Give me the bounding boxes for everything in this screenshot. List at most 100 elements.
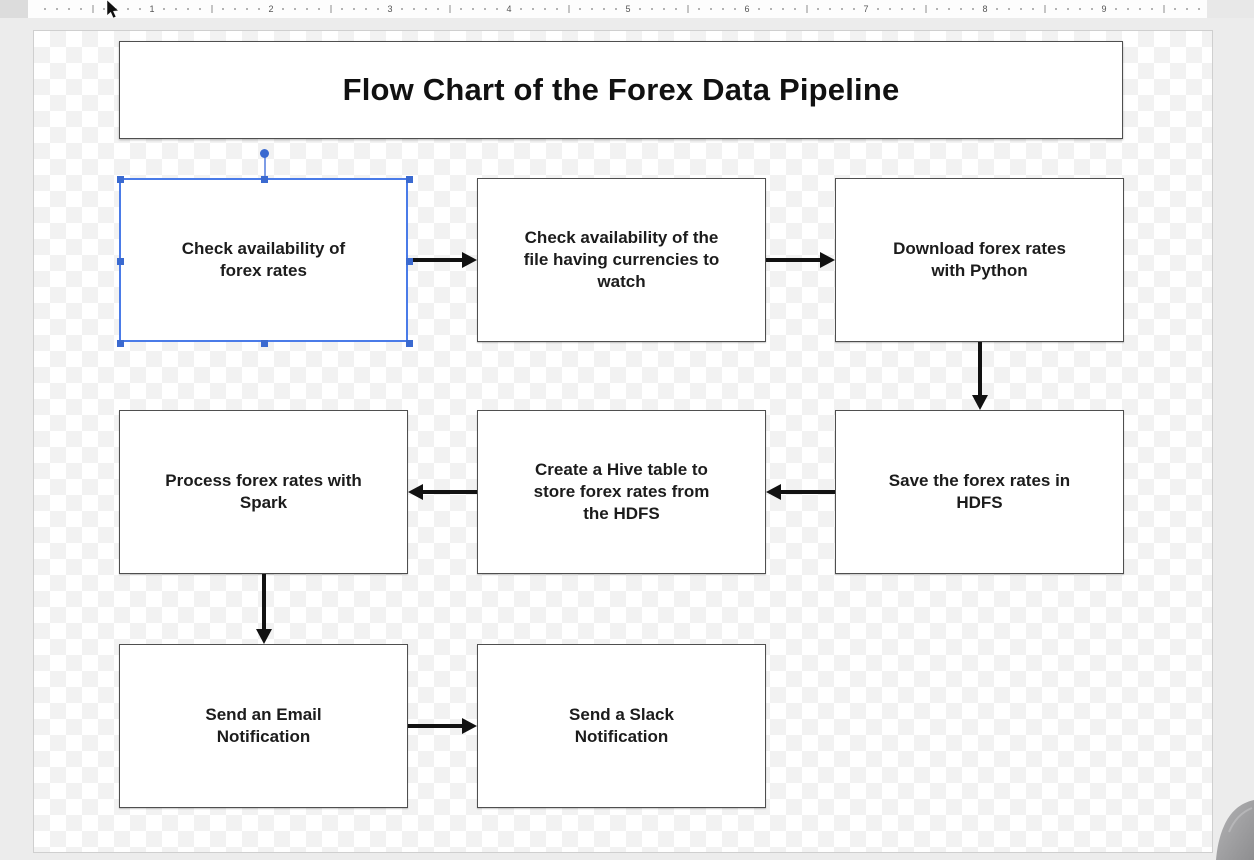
selection-handle[interactable] [116, 175, 124, 183]
arrow-check-currency-file-to-download-python[interactable] [766, 252, 835, 268]
arrowhead-right-icon [820, 252, 835, 268]
ruler-tick-minor [948, 8, 951, 10]
selection-handle[interactable] [405, 175, 413, 183]
arrow-process-spark-to-email-notification[interactable] [255, 574, 272, 644]
ruler-tick-minor [139, 8, 142, 10]
ruler-tick-minor [936, 8, 939, 10]
mouse-cursor-icon [106, 0, 120, 19]
webcam-person-overlay [1216, 800, 1254, 860]
ruler-tick-minor [472, 8, 475, 10]
ruler-tick-minor [1186, 8, 1189, 10]
arrow-check-forex-rates-to-check-currency-file[interactable] [408, 252, 477, 268]
ruler-number: 7 [863, 4, 869, 14]
ruler-tick-minor [79, 8, 82, 10]
selection-handle[interactable] [405, 257, 413, 265]
ruler-tick-medium [330, 5, 331, 13]
ruler-tick-minor [460, 8, 463, 10]
arrowhead-down-icon [255, 629, 272, 644]
selection-handle[interactable] [261, 339, 268, 347]
ruler-number: 6 [744, 4, 750, 14]
drawing-canvas[interactable]: Flow Chart of the Forex Data Pipeline Ch… [33, 30, 1213, 853]
ruler-tick-minor [1067, 8, 1070, 10]
arrowhead-down-icon [971, 395, 988, 410]
ruler-number: 4 [506, 4, 512, 14]
ruler-tick-minor [912, 8, 915, 10]
ruler-tick-minor [876, 8, 879, 10]
ruler-tick-medium [925, 5, 926, 13]
ruler-tick-minor [1174, 8, 1177, 10]
ruler-tick-minor [186, 8, 189, 10]
selection-handle[interactable] [116, 339, 124, 347]
arrow-download-python-to-save-hdfs[interactable] [971, 342, 988, 410]
rotation-handle[interactable] [260, 149, 269, 158]
ruler-tick-minor [995, 8, 998, 10]
selection-handle[interactable] [261, 175, 268, 183]
ruler-tick-minor [698, 8, 701, 10]
ruler-tick-minor [234, 8, 237, 10]
ruler-number: 5 [625, 4, 631, 14]
ruler-tick-medium [1044, 5, 1045, 13]
ruler-tick-minor [162, 8, 165, 10]
ruler-tick-medium [806, 5, 807, 13]
ruler-tick-minor [519, 8, 522, 10]
ruler-tick-minor [853, 8, 856, 10]
ruler-tick-medium [211, 5, 212, 13]
ruler-tick-minor [222, 8, 225, 10]
ruler-tick-minor [734, 8, 737, 10]
ruler-tick-minor [258, 8, 261, 10]
ruler-tick-minor [603, 8, 606, 10]
arrow-hive-table-to-process-spark[interactable] [408, 484, 477, 500]
selection-handle[interactable] [116, 257, 124, 265]
ruler-tick-medium [449, 5, 450, 13]
arrow-save-hdfs-to-hive-table[interactable] [766, 484, 835, 500]
ruler-tick-minor [722, 8, 725, 10]
ruler-tick-minor [365, 8, 368, 10]
ruler-tick-minor [1031, 8, 1034, 10]
ruler-tick-minor [55, 8, 58, 10]
ruler-tick-minor [757, 8, 760, 10]
selection-handle[interactable] [405, 339, 413, 347]
ruler-tick-minor [650, 8, 653, 10]
ruler-tick-medium [92, 5, 93, 13]
ruler-tick-minor [412, 8, 415, 10]
ruler-tick-minor [103, 8, 106, 10]
ruler-tick-minor [1114, 8, 1117, 10]
ruler-tick-minor [496, 8, 499, 10]
ruler-tick-minor [43, 8, 46, 10]
ruler-tick-minor [1138, 8, 1141, 10]
title-box[interactable]: Flow Chart of the Forex Data Pipeline [119, 41, 1123, 139]
ruler-tick-minor [1126, 8, 1129, 10]
ruler-number: 3 [387, 4, 393, 14]
ruler-tick-minor [615, 8, 618, 10]
ruler-tick-minor [662, 8, 665, 10]
ruler-corner [0, 0, 28, 18]
ruler-tick-minor [1079, 8, 1082, 10]
ruler-tick-minor [781, 8, 784, 10]
ruler-tick-minor [198, 8, 201, 10]
ruler-tick-minor [900, 8, 903, 10]
arrowhead-left-icon [408, 484, 423, 500]
arrow-email-notification-to-slack-notification[interactable] [408, 718, 477, 734]
arrowhead-right-icon [462, 252, 477, 268]
ruler-tick-minor [591, 8, 594, 10]
ruler-number: 1 [149, 4, 155, 14]
rotation-stem [263, 156, 266, 178]
ruler-track[interactable] [28, 0, 1207, 18]
ruler-tick-minor [293, 8, 296, 10]
ruler-tick-minor [793, 8, 796, 10]
